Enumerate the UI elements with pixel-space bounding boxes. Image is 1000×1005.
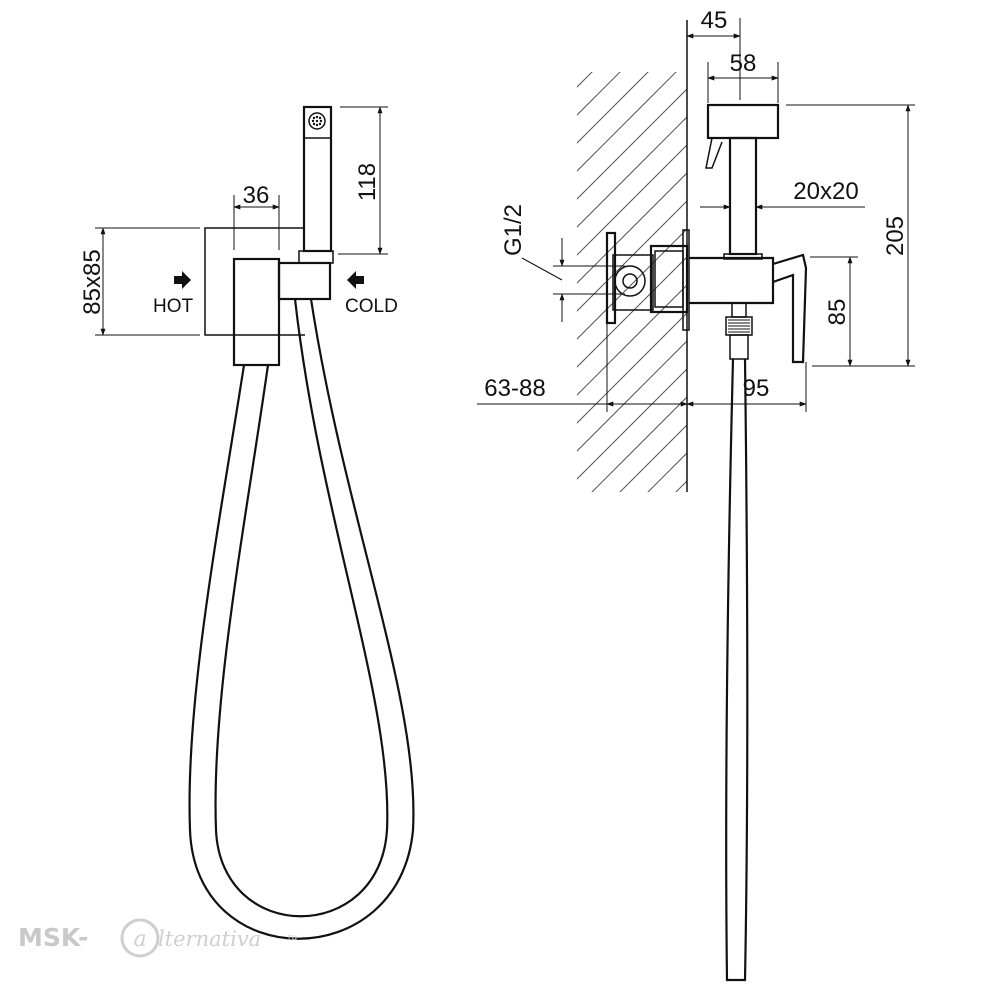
concealed-box-outline	[204, 227, 305, 336]
watermark-script: lternativa	[158, 927, 261, 951]
dim-85x85: 85x85	[79, 227, 200, 336]
dim-58: 58	[707, 50, 779, 103]
dim-36-label: 36	[243, 182, 270, 209]
mixer-body	[232, 257, 281, 367]
dim-95-label: 95	[743, 375, 770, 402]
dim-45: 45	[686, 7, 741, 100]
hose	[188, 298, 415, 940]
cold-label: COLD	[345, 296, 398, 317]
side-view: 45 58 20x20 205 85	[477, 7, 915, 982]
watermark: MSK- a lternativa .ru	[18, 918, 297, 958]
dim-118-label: 118	[354, 163, 381, 201]
watermark-domain: .ru	[285, 933, 297, 943]
hot-label: HOT	[153, 296, 194, 317]
handset-side	[705, 103, 780, 260]
dim-205: 205	[786, 104, 915, 367]
mixer-side	[689, 253, 808, 364]
svg-text:a: a	[133, 927, 146, 952]
dim-85: 85	[810, 256, 858, 367]
dim-95: 95	[686, 362, 807, 412]
dim-63-88-label: 63-88	[484, 375, 545, 402]
bidet-handset	[302, 105, 333, 253]
hose-side	[725, 358, 749, 982]
dim-63-88: 63-88	[477, 323, 688, 412]
nozzle-icon	[308, 112, 326, 130]
holder-ring	[298, 250, 334, 264]
at-sign-icon: a	[120, 918, 160, 958]
dim-205-label: 205	[882, 216, 909, 256]
dim-g12: G1/2	[500, 204, 625, 322]
mixer-handle	[277, 261, 332, 301]
hot-arrow-icon	[174, 271, 191, 289]
wall-hatching	[577, 72, 687, 492]
dim-85-label: 85	[824, 299, 851, 326]
dim-45-label: 45	[701, 7, 728, 34]
dim-g12-label: G1/2	[500, 204, 527, 256]
concealed-body	[605, 229, 690, 331]
dim-36: 36	[233, 182, 280, 250]
dim-85x85-label: 85x85	[79, 249, 106, 314]
dim-20x20-label: 20x20	[793, 178, 858, 205]
dim-20x20: 20x20	[700, 178, 865, 210]
dim-58-label: 58	[730, 50, 757, 77]
watermark-brand: MSK-	[18, 923, 88, 952]
cold-arrow-icon	[347, 271, 364, 289]
front-view: 36 118 85x85 HOT COLD	[79, 105, 415, 940]
dim-118: 118	[338, 106, 388, 255]
